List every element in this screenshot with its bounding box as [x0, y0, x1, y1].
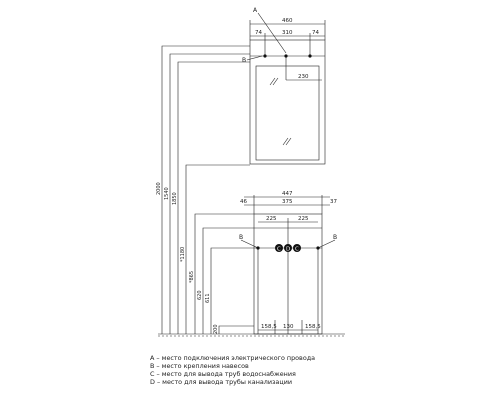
- cabinet-half-right-value: 225: [298, 216, 309, 222]
- power-point-a: [284, 54, 288, 58]
- legend-item-b: B – место крепления навесов: [150, 362, 249, 370]
- vdim-value: 620: [197, 290, 203, 300]
- vdim-2000: [161, 45, 250, 334]
- vdim-620: [202, 227, 254, 334]
- label-b-leader: [240, 239, 259, 249]
- mount-point-b: [263, 54, 267, 58]
- vdim-value: 611: [205, 293, 211, 303]
- label-b-mirror: B: [242, 57, 246, 64]
- mount-point-b: [308, 54, 312, 58]
- legend-item-d: D – место для вывода трубы канализации: [150, 378, 293, 386]
- label-c-right: C: [295, 247, 299, 253]
- glass-glint: [285, 137, 292, 146]
- mirror-right-gap-value: 74: [312, 30, 319, 36]
- label-b-leader: [246, 55, 263, 61]
- mount-point-b: [316, 246, 320, 250]
- label-c-left: C: [277, 247, 281, 253]
- mirror-width-value: 460: [282, 18, 293, 24]
- vdim-value: 200: [213, 324, 219, 334]
- water-pipe-c-right: [293, 244, 301, 252]
- label-b-cabinet-right: B: [333, 234, 337, 241]
- cabinet-inner-value: 375: [282, 199, 293, 205]
- pipe-markers: [275, 244, 301, 252]
- cabinet-right-offset-value: 37: [330, 199, 337, 205]
- mount-markers: [256, 54, 320, 250]
- glass-glint: [282, 137, 289, 146]
- legend-item-c: C – место для вывода труб водоснабжения: [150, 370, 296, 378]
- vdim-value: 1850: [172, 192, 178, 205]
- mirror-frame: [249, 39, 326, 165]
- cabinet-bottom-right-value: 158,5: [305, 324, 321, 330]
- vdim-200: [218, 325, 254, 334]
- label-a: A: [253, 7, 258, 14]
- label-b-cabinet-left: B: [239, 234, 243, 241]
- label-b-leader: [317, 239, 336, 249]
- glass-glint: [272, 77, 279, 86]
- label-a-leader: [257, 12, 287, 54]
- label-d: D: [286, 247, 290, 253]
- mirror-glass: [255, 65, 320, 161]
- legend: A – место подключения электрического про…: [150, 354, 490, 386]
- vdim-1540: [169, 53, 250, 334]
- water-pipe-c-left: [275, 244, 283, 252]
- cabinet-width-value: 447: [282, 191, 293, 197]
- cabinet-bottom-left-value: 158,5: [261, 324, 277, 330]
- mirror-center-value: 310: [282, 30, 293, 36]
- legend-item-a: A – место подключения электрического про…: [150, 354, 316, 362]
- vdim-value: 1540: [164, 187, 170, 200]
- mirror-left-gap-value: 74: [255, 30, 262, 36]
- mount-point-b: [256, 246, 260, 250]
- cabinet-half-left-value: 225: [266, 216, 277, 222]
- vdim-611: [210, 247, 254, 334]
- glass-glint: [269, 77, 276, 86]
- vdim-1180: [185, 164, 250, 334]
- drain-pipe-d: [284, 244, 292, 252]
- vdim-value: *1180: [180, 247, 186, 262]
- cabinet-left-offset-value: 46: [240, 199, 247, 205]
- vdim-1850: [177, 61, 250, 334]
- vdim-865: [194, 213, 254, 334]
- cabinet-bottom-center-value: 130: [283, 324, 294, 330]
- vdim-value: *865: [189, 271, 195, 283]
- mirror-drop-value: 230: [298, 74, 309, 80]
- vdim-value: 2000: [156, 182, 162, 195]
